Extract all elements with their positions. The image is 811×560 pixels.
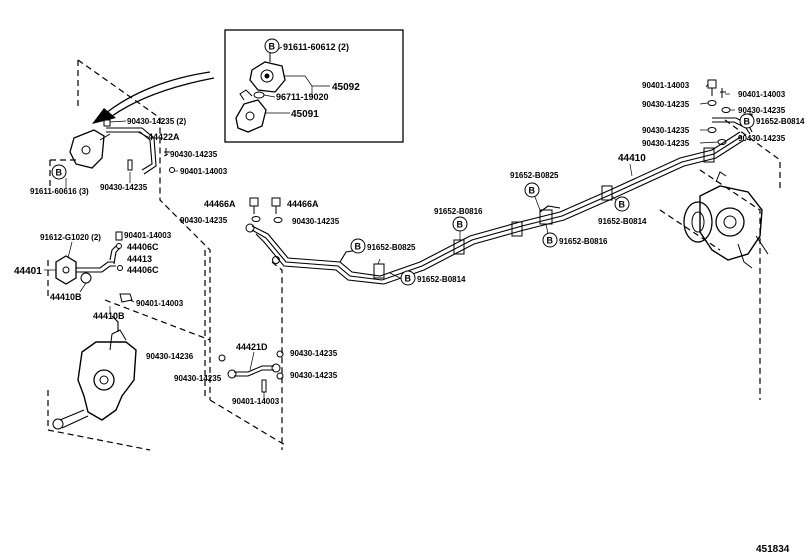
valve-block-45092 xyxy=(249,61,286,93)
label-union-bolt-a: 90401-14003 xyxy=(124,231,172,240)
label-gasket-h1: 90430-14235 xyxy=(290,349,338,358)
dashed-guides xyxy=(47,59,781,451)
callout-b-b0814-right: B xyxy=(614,196,630,212)
svg-text:B: B xyxy=(547,236,554,246)
label-gasket-bottom2: 90430-14235 xyxy=(174,374,222,383)
callout-b-b0816-left: B xyxy=(452,216,468,232)
label-gasket-c2: 90430-14235 xyxy=(292,217,340,226)
inset-part-a-label: 45092 xyxy=(332,82,360,93)
figure-id: 451834 xyxy=(756,544,790,555)
label-clamp-b0816-right: 91652-B0816 xyxy=(559,237,608,246)
inset-part-b-label: 45091 xyxy=(291,109,319,120)
label-clip-44466a-b: 44466A xyxy=(287,199,319,209)
svg-text:B: B xyxy=(355,242,362,252)
label-part-44410b-b: 44410B xyxy=(93,311,125,321)
callout-b-inset: B xyxy=(264,38,280,54)
label-gasket-r4: 90430-14235 xyxy=(738,134,786,143)
svg-text:B: B xyxy=(56,168,63,178)
callout-b-b0816-right: B xyxy=(542,232,558,248)
svg-text:B: B xyxy=(744,117,751,127)
label-gasket-r3: 90430-14235 xyxy=(642,126,690,135)
left-assembly xyxy=(44,119,178,430)
inset-oring-label: 96711-19020 xyxy=(276,92,329,102)
svg-text:B: B xyxy=(405,274,412,284)
label-tube-44413: 44413 xyxy=(127,254,152,264)
label-clip-44466a-a: 44466A xyxy=(204,199,236,209)
label-gasket-top: 90430-14235 (2) xyxy=(127,117,186,126)
label-bolt-h: 90401-14003 xyxy=(232,397,280,406)
label-clamp-r: 91652-B0814 xyxy=(756,117,805,126)
label-gasket-r2: 90430-14235 xyxy=(738,106,786,115)
label-gasket-r5: 90430-14235 xyxy=(642,139,690,148)
label-clamp-b0825-top: 91652-B0825 xyxy=(510,171,559,180)
brake-line-44410 xyxy=(245,131,745,285)
callout-b-b0825: B xyxy=(350,238,366,254)
svg-text:B: B xyxy=(529,186,536,196)
label-clamp-b0816-left: 91652-B0816 xyxy=(434,207,483,216)
label-bolt-r1: 90401-14003 xyxy=(642,81,690,90)
svg-text:B: B xyxy=(619,200,626,210)
inset-detail: B 91611-60612 (2) 96711-19020 45092 4509… xyxy=(224,29,404,143)
label-clamp-b0814-right: 91652-B0814 xyxy=(598,217,647,226)
callout-b-right: B xyxy=(739,113,755,129)
label-gasket-mid: 90430-14235 xyxy=(170,150,218,159)
callout-b-b0814: B xyxy=(400,270,416,286)
label-gasket-r1: 90430-14235 xyxy=(642,100,690,109)
label-union-bolt-b: 90401-14003 xyxy=(136,299,184,308)
label-gasket-low: 90430-14235 xyxy=(100,183,148,192)
callout-b-left: B xyxy=(51,164,67,180)
label-part-44401: 44401 xyxy=(14,266,42,277)
label-gasket-c1: 90430-14235 xyxy=(180,216,228,225)
label-bolt-r2: 90401-14003 xyxy=(738,90,786,99)
svg-text:B: B xyxy=(269,42,276,52)
label-pipe-44410: 44410 xyxy=(618,153,646,164)
reference-arrow xyxy=(92,71,215,124)
hose-44421d xyxy=(218,350,284,398)
label-hose-44421d: 44421D xyxy=(236,342,268,352)
label-part-44410b-a: 44410B xyxy=(50,292,82,302)
inset-bolt-label: 91611-60612 (2) xyxy=(283,42,349,52)
label-tube-44422a: 44422A xyxy=(148,132,180,142)
label-bolt-lower: 91611-60616 (3) xyxy=(30,187,89,196)
label-clamp-b0825: 91652-B0825 xyxy=(367,243,416,252)
label-gasket-bottom: 90430-14236 xyxy=(146,352,194,361)
label-clamp-b0814: 91652-B0814 xyxy=(417,275,466,284)
label-gasket-h2: 90430-14235 xyxy=(290,371,338,380)
svg-text:B: B xyxy=(457,220,464,230)
label-bolt-g1020: 91612-G1020 (2) xyxy=(40,233,101,242)
label-clip-44406c-a: 44406C xyxy=(127,242,159,252)
label-clip-44406c-b: 44406C xyxy=(127,265,159,275)
label-bolt-mid: 90401-14003 xyxy=(180,167,228,176)
valve-block-45091 xyxy=(235,89,267,133)
callout-b-b0825-top: B xyxy=(524,182,540,198)
